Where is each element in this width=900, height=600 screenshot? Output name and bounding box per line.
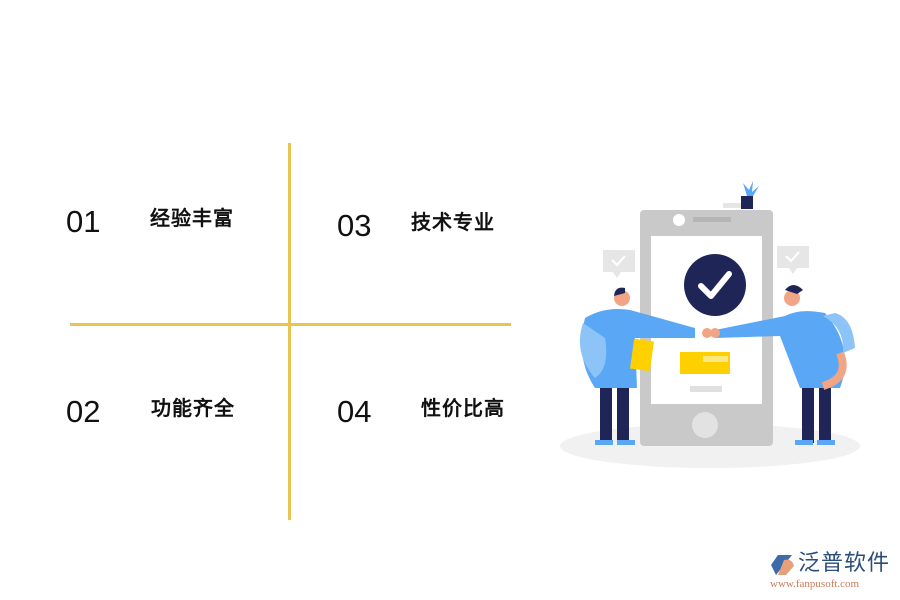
quadrant-label-01: 经验丰富 [150, 206, 234, 230]
quadrant-label-02: 功能齐全 [151, 396, 235, 420]
logo-url: www.fanpusoft.com [770, 578, 860, 590]
quadrant-number-02: 02 [66, 394, 101, 429]
quadrant-number-01: 01 [66, 204, 101, 239]
checkmark-icon [684, 254, 746, 316]
vertical-divider [288, 143, 291, 520]
teamwork-illustration [560, 181, 860, 468]
quadrant-number-04: 04 [337, 394, 372, 429]
quadrant-label-03: 技术专业 [411, 210, 495, 234]
quadrant-label-04: 性价比高 [421, 396, 505, 420]
logo-text: 泛普软件 [798, 551, 891, 576]
brand-logo: 泛普软件 www.fanpusoft.com [768, 553, 893, 593]
logo-mark-icon [771, 555, 794, 575]
quadrant-number-03: 03 [337, 208, 372, 243]
horizontal-divider [70, 323, 511, 326]
